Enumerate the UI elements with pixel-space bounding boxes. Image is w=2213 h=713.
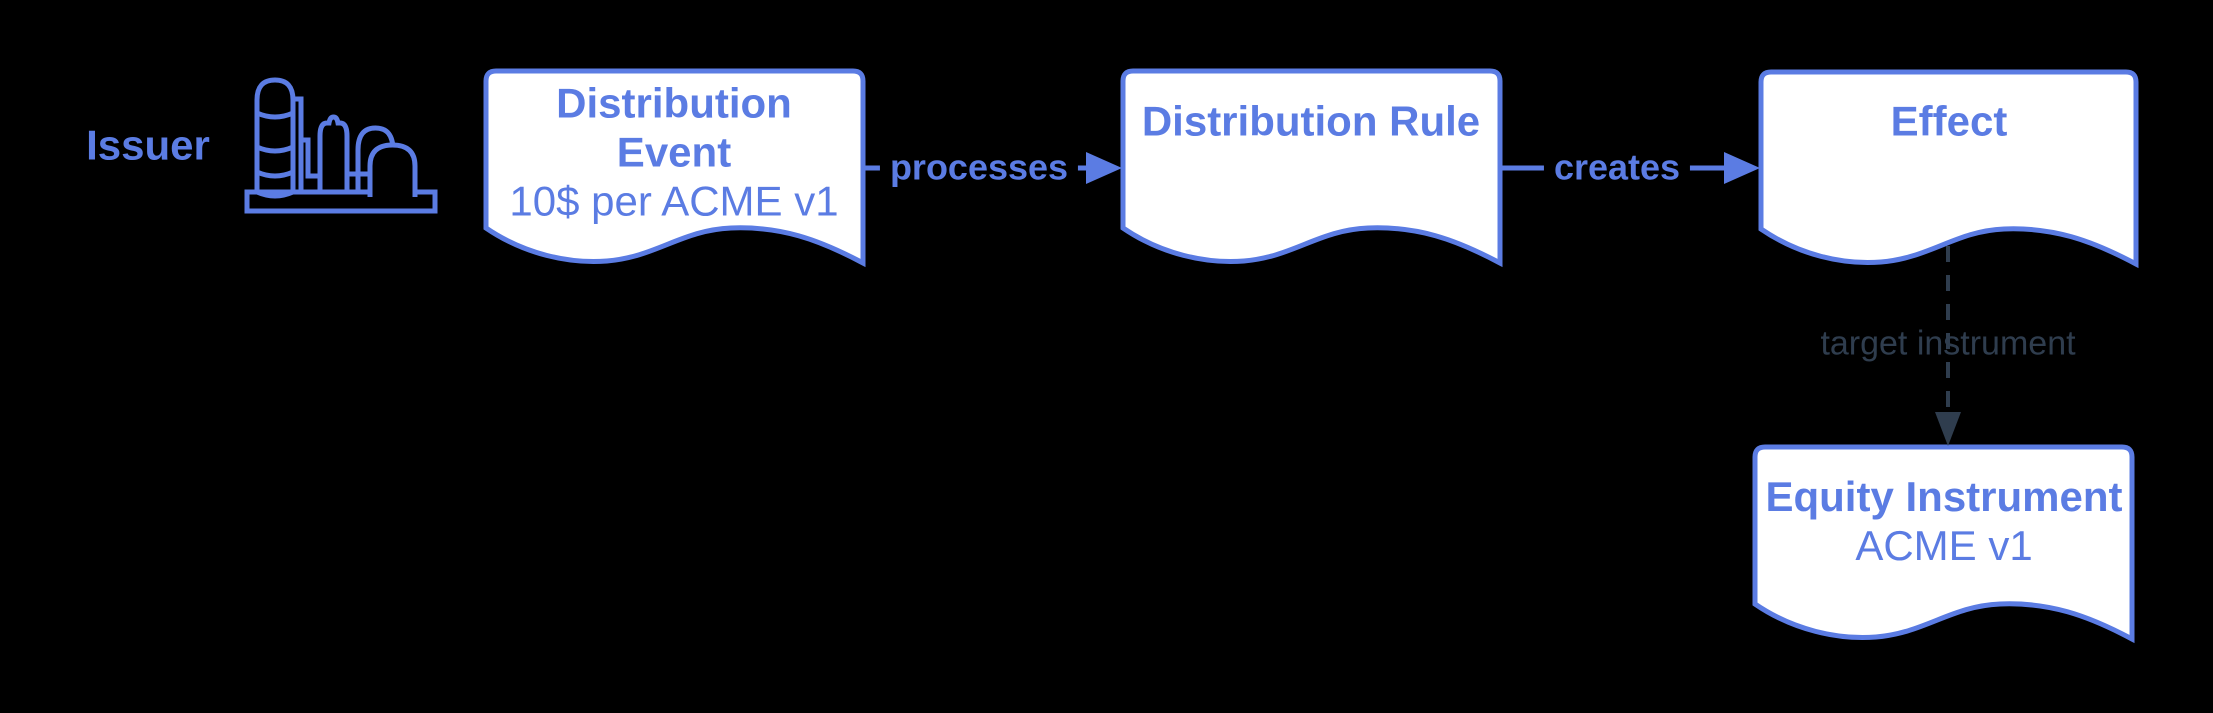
edge-creates-label: creates [1543,142,1691,192]
node-equity-instrument-shape [1752,444,2135,644]
node-equity-instrument-label: Equity Instrument ACME v1 [1765,472,2122,570]
node-distribution-event-shape [483,68,866,268]
factory-cylinder-sections [255,110,295,199]
factory-left-cylinder [254,77,296,194]
factory-column [317,114,350,192]
node-distribution-event-subtitle: 10$ per ACME v1 [509,177,839,225]
node-distribution-event-title-line1: Distribution [556,79,792,127]
factory-pipe-step [301,137,320,179]
edge-target-instrument [1935,246,1961,446]
edge-target-instrument-label: target instrument [1820,324,2076,363]
edge-target-instrument-arrowhead-icon [1935,412,1961,446]
factory-icon [244,77,438,214]
factory-tower [293,96,304,192]
actor-issuer-label: Issuer [86,121,210,169]
node-distribution-rule-shape [1120,68,1503,268]
node-distribution-event-label: Distribution Event 10$ per ACME v1 [509,79,838,226]
edge-processes-label: processes [879,142,1079,192]
factory-front-vessel [367,142,418,197]
edge-creates-arrowhead-icon [1724,152,1760,184]
node-distribution-rule-label: Distribution Rule [1141,97,1481,145]
edge-processes-arrowhead-icon [1086,152,1122,184]
factory-back-vessel [355,125,396,192]
node-distribution-event-title-line2: Event [616,128,732,176]
factory-base [244,189,438,214]
node-effect-label: Effect [1890,97,2008,145]
node-effect-shape [1758,69,2139,269]
node-equity-instrument-subtitle: ACME v1 [1855,522,2033,569]
node-equity-instrument-title: Equity Instrument [1765,473,2123,520]
